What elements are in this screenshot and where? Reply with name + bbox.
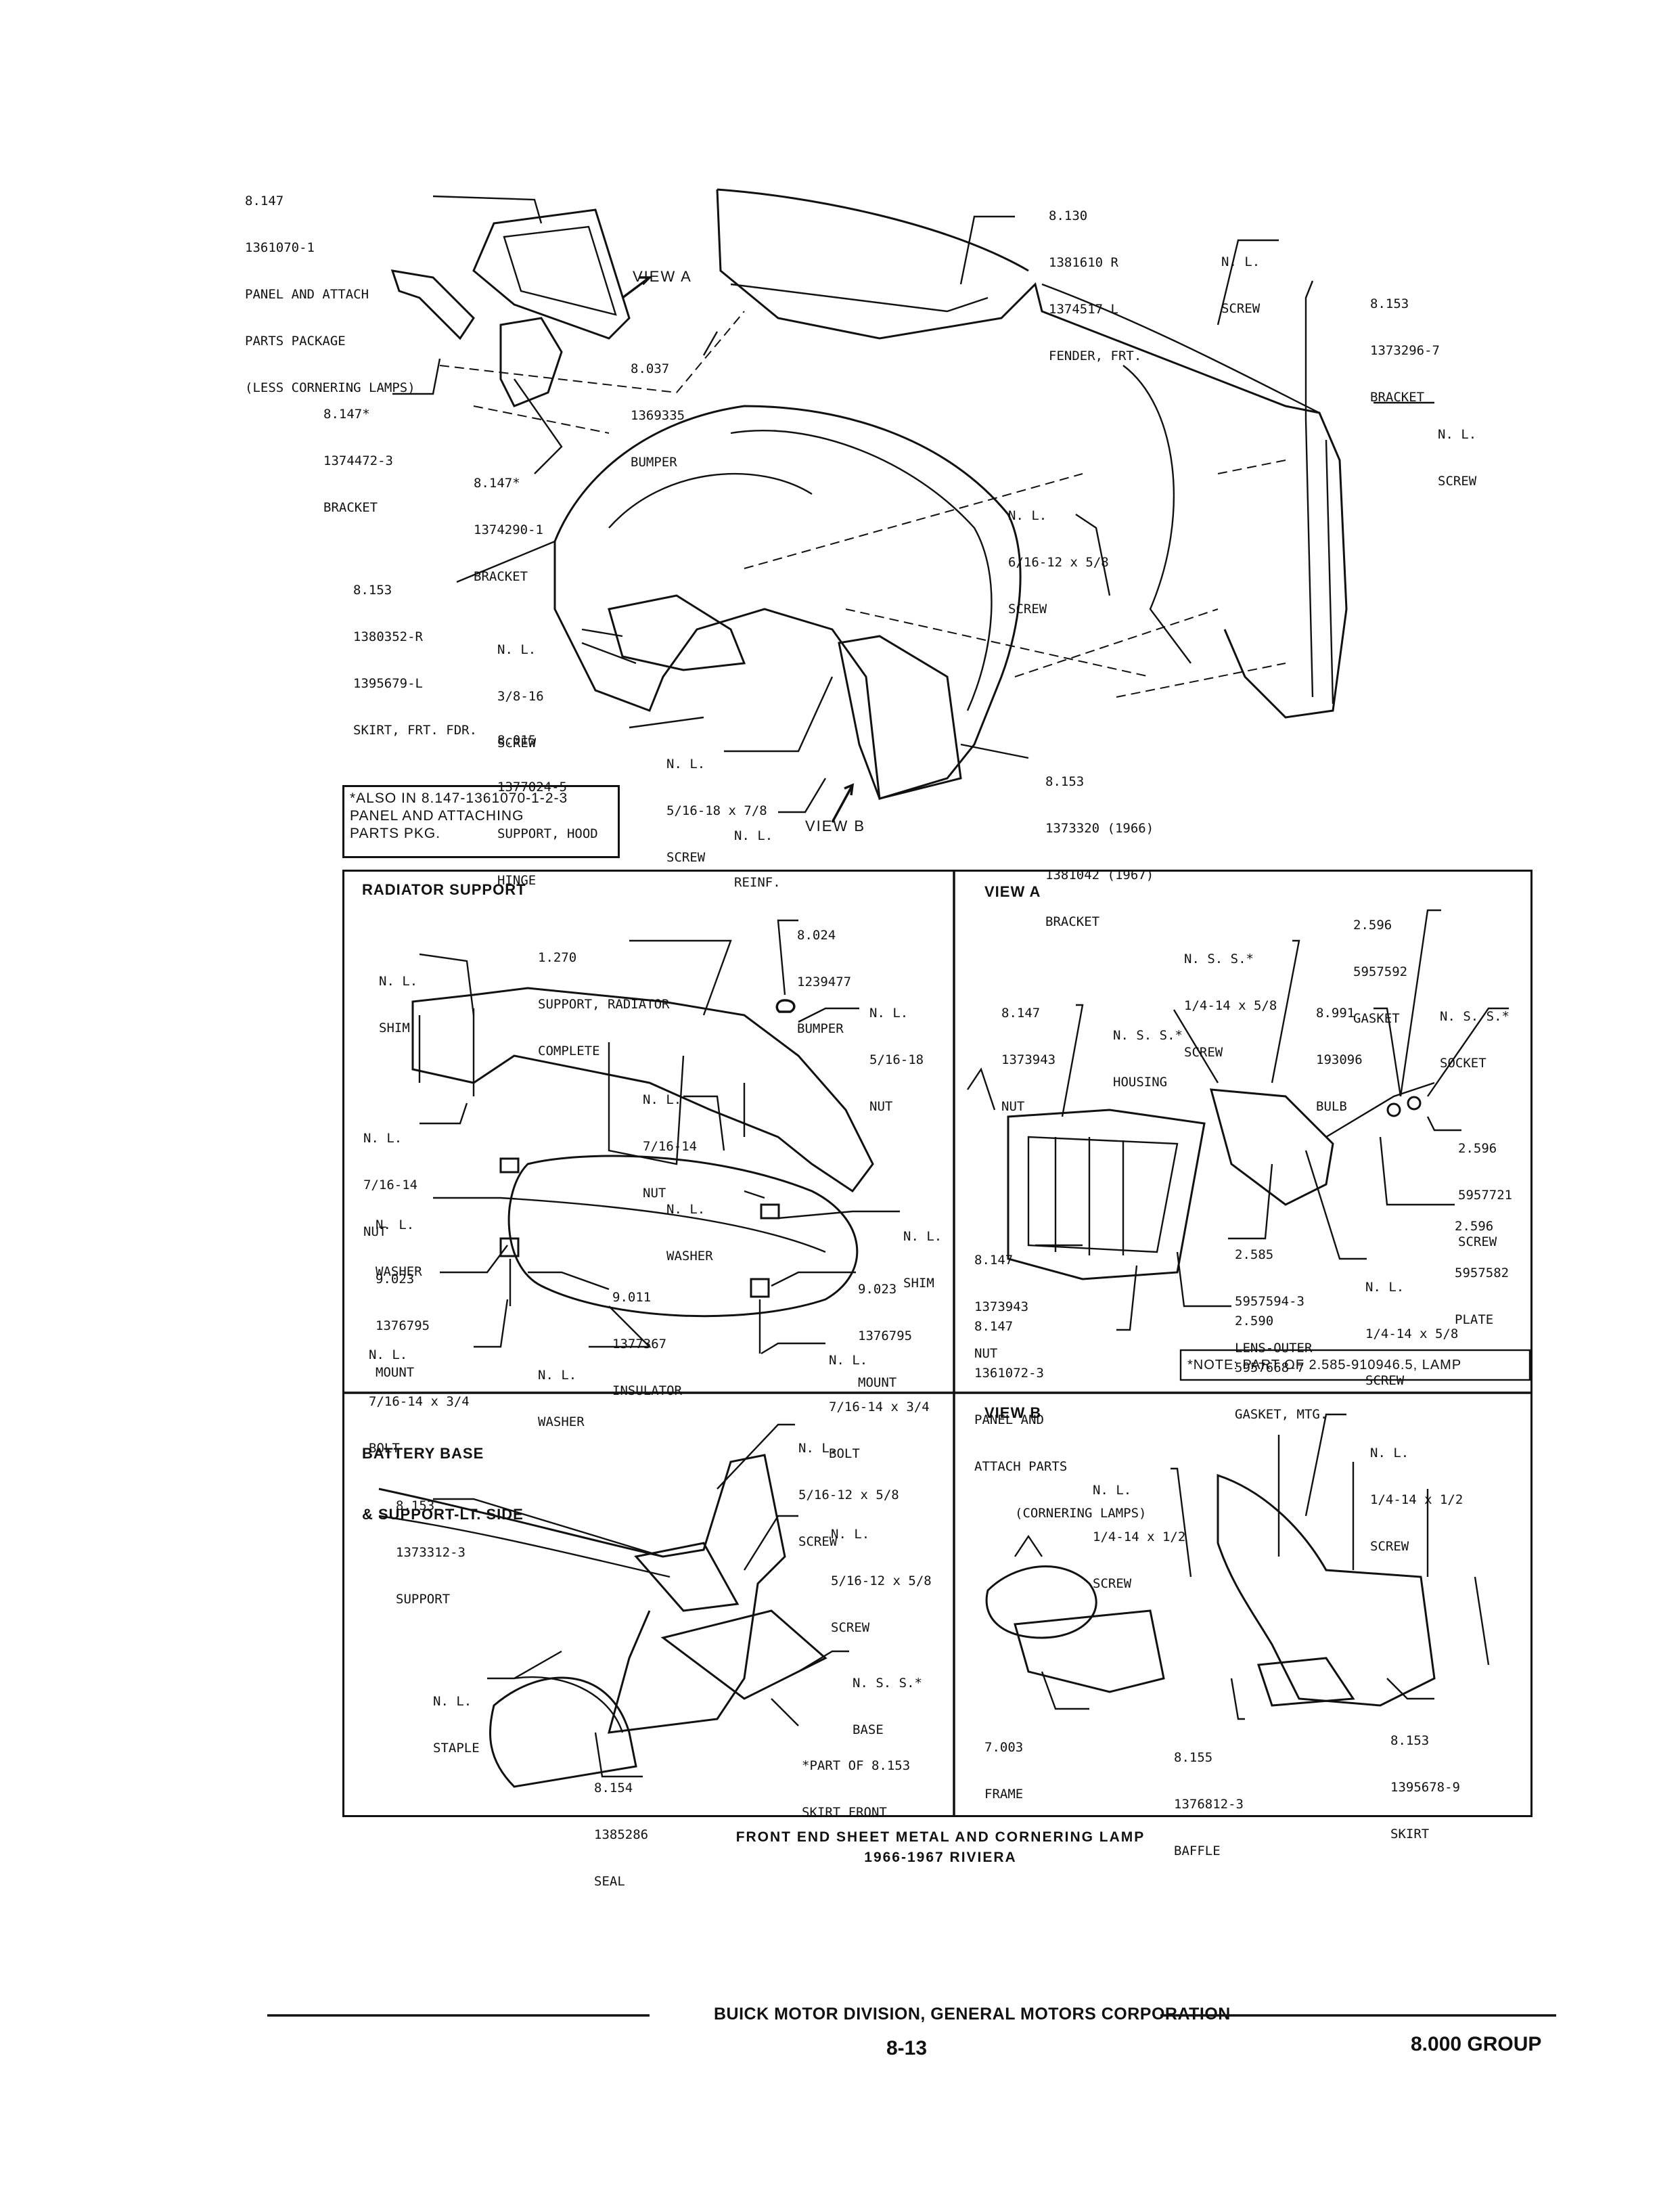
callout-rad-nl-washer-center: N. L. WASHER (666, 1202, 713, 1264)
callout-rad-nl-shim-right: N. L. SHIM (903, 1229, 943, 1291)
also-note-box: *ALSO IN 8.147-1361070-1-2-3 PANEL AND A… (342, 785, 620, 858)
callout-rad-nl-nut-7-16-left: N. L. 7/16-14 NUT (363, 1131, 418, 1239)
view-a-pointer-label: VIEW A (633, 268, 692, 285)
callout-vb-nl-screw-right: N. L. 1/4-14 x 1/2 SCREW (1370, 1446, 1463, 1554)
view-a-title: VIEW A (984, 883, 1041, 900)
view-b-title: VIEW B (984, 1404, 1042, 1421)
callout-bracket-1373320: 8.153 1373320 (1966) 1381042 (1967) BRAC… (1045, 774, 1154, 929)
callout-nl-screw-5-16: N. L. 5/16-18 x 7/8 SCREW (666, 757, 767, 865)
callout-fender: 8.130 1381610 R 1374517 L FENDER, FRT. (1049, 208, 1142, 363)
callout-va-lens-outer: 2.585 5957594-3 LENS-OUTER (1235, 1247, 1313, 1356)
callout-bracket-1374472: 8.147* 1374472-3 BRACKET (323, 407, 393, 515)
callout-vb-frame: 7.003 FRAME (984, 1740, 1024, 1802)
callout-va-nut-top: 8.147 1373943 NUT (1001, 1006, 1056, 1114)
also-note-line: PANEL AND ATTACHING (350, 808, 524, 824)
callout-rad-insulator: 9.011 1377367 INSULATOR (612, 1290, 682, 1398)
detail-panels-frame (342, 870, 1533, 1817)
callout-nl-screw-6-16: N. L. 6/16-12 x 5/8 SCREW (1008, 508, 1109, 617)
footer-page-number: 8-13 (886, 2037, 928, 2059)
figure-caption: FRONT END SHEET METAL AND CORNERING LAMP… (663, 1827, 1218, 1868)
callout-va-bulb: 8.991 193096 BULB (1316, 1006, 1363, 1114)
callout-va-gasket-5957592: 2.596 5957592 GASKET (1353, 918, 1408, 1026)
callout-vb-baffle: 8.155 1376812-3 BAFFLE (1174, 1750, 1244, 1858)
callout-va-panel-attach: 8.147 1361072-3 PANEL AND ATTACH PARTS (… (974, 1319, 1147, 1521)
callout-support-hood-hinge: 8.015 1377024-5 SUPPORT, HOOD HINGE (497, 733, 598, 888)
also-note-line: *ALSO IN 8.147-1361070-1-2-3 (350, 790, 568, 806)
callout-bb-support: 8.153 1373312-3 SUPPORT (396, 1498, 466, 1607)
footer-division: BUICK MOTOR DIVISION, GENERAL MOTORS COR… (714, 2005, 1231, 2024)
callout-bracket-1373296: 8.153 1373296-7 BRACKET (1370, 296, 1440, 405)
callout-bb-nl-screw-mid: N. L. 5/16-12 x 5/8 SCREW (831, 1527, 932, 1635)
caption-subtitle: 1966-1967 RIVIERA (864, 1850, 1017, 1865)
callout-skirt-front: 8.153 1380352-R 1395679-L SKIRT, FRT. FD… (353, 583, 478, 738)
callout-rad-mount-left: 9.023 1376795 MOUNT (376, 1272, 430, 1380)
callout-va-nss-socket: N. S. S.* SOCKET (1440, 1009, 1509, 1071)
callout-nl-screw-right: N. L. SCREW (1438, 427, 1477, 489)
callout-bb-part-note: *PART OF 8.153 SKIRT FRONT (802, 1758, 911, 1820)
callout-vb-nl-screw-left: N. L. 1/4-14 x 1/2 SCREW (1093, 1483, 1186, 1591)
view-b-pointer-label: VIEW B (805, 818, 866, 834)
callout-nl-screw-top: N. L. SCREW (1221, 254, 1261, 316)
callout-va-gasket-mtg: 2.590 5957668-7 GASKET, MTG. (1235, 1314, 1328, 1422)
caption-title: FRONT END SHEET METAL AND CORNERING LAMP (735, 1829, 1145, 1845)
callout-rad-nl-nut-5-16: N. L. 5/16-18 NUT (869, 1006, 924, 1114)
callout-rad-bumper: 8.024 1239477 BUMPER (797, 928, 852, 1036)
callout-nl-screw-3-8: N. L. 3/8-16 SCREW (497, 642, 544, 751)
callout-rad-nl-shim-top: N. L. SHIM (379, 974, 418, 1035)
callout-rad-mount-right: 9.023 1376795 MOUNT (858, 1282, 913, 1390)
callout-va-nss-screw: N. S. S.* 1/4-14 x 5/8 SCREW (1184, 952, 1277, 1060)
callout-rad-support: 1.270 SUPPORT, RADIATOR COMPLETE (538, 950, 670, 1058)
callout-bb-nl-staple: N. L. STAPLE (433, 1694, 480, 1756)
callout-vb-skirt: 8.153 1395678-9 SKIRT (1390, 1733, 1460, 1841)
callout-va-screw-5957721: 2.596 5957721 SCREW (1458, 1141, 1513, 1249)
radiator-support-title: RADIATOR SUPPORT (362, 881, 526, 898)
callout-bb-seal: 8.154 1385286 SEAL (594, 1781, 649, 1889)
callout-rad-nl-washer-left: N. L. WASHER (376, 1218, 422, 1279)
callout-bb-nl-screw-top: N. L. 5/16-12 x 5/8 SCREW (798, 1441, 899, 1549)
callout-bumper-1369335: 8.037 1369335 BUMPER (631, 361, 685, 470)
callout-bracket-1374290: 8.147* 1374290-1 BRACKET (474, 476, 543, 584)
callout-va-nss-housing: N. S. S.* HOUSING (1113, 1028, 1183, 1090)
callout-rad-nl-bolt-right: N. L. 7/16-14 x 3/4 BOLT (829, 1353, 930, 1461)
callout-panel-package: 8.147 1361070-1 PANEL AND ATTACH PARTS P… (245, 194, 415, 395)
callout-rad-nl-bolt-left: N. L. 7/16-14 x 3/4 BOLT (369, 1347, 470, 1456)
view-a-note: *NOTE: PART OF 2.585-910946.5, LAMP (1187, 1358, 1462, 1372)
callout-va-nut-bottom: 8.147 1373943 NUT (974, 1253, 1029, 1361)
footer-group: 8.000 GROUP (1411, 2033, 1542, 2055)
callout-nl-reinf: N. L. REINF. (734, 828, 781, 890)
also-note-line: PARTS PKG. (350, 826, 441, 841)
battery-base-title: BATTERY BASE & SUPPORT-LT. SIDE (362, 1445, 524, 1523)
callout-rad-nl-washer-bottom: N. L. WASHER (538, 1368, 585, 1429)
callout-bb-nss-base: N. S. S.* BASE (853, 1676, 922, 1737)
callout-va-plate: 2.596 5957582 PLATE (1455, 1219, 1509, 1327)
callout-va-nl-screw: N. L. 1/4-14 x 5/8 SCREW (1365, 1280, 1459, 1388)
callout-rad-nl-nut-7-16-inner: N. L. 7/16-14 NUT (643, 1092, 698, 1201)
